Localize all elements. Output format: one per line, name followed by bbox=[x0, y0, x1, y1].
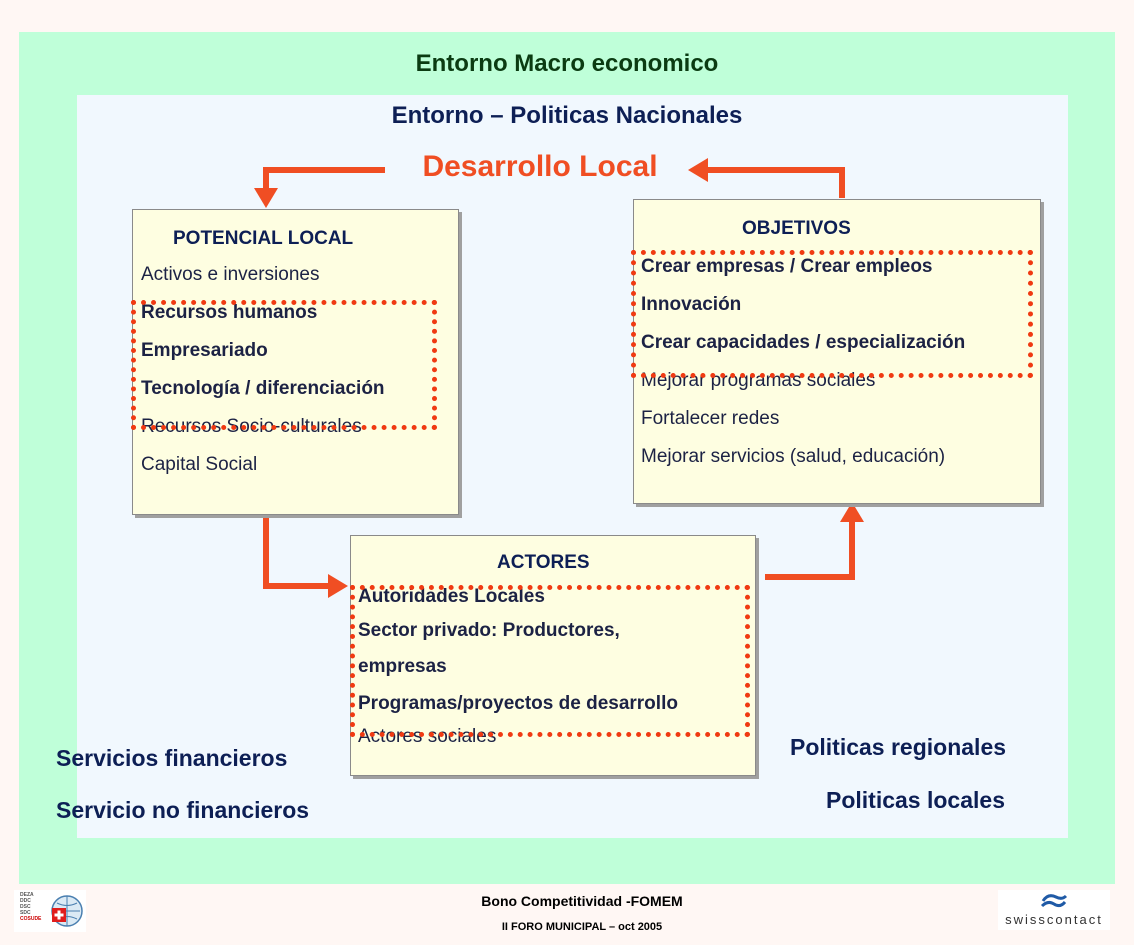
footer-line2: II FORO MUNICIPAL – oct 2005 bbox=[501, 921, 663, 933]
swisscontact-text: swisscontact bbox=[1005, 912, 1103, 927]
logo-text: DSC bbox=[20, 904, 31, 910]
objetivos-item: Crear empresas / Crear empleos bbox=[641, 256, 933, 277]
potencial-heading: POTENCIAL LOCAL bbox=[173, 228, 354, 249]
desarrollo-local-title: Desarrollo Local bbox=[422, 150, 658, 183]
logo-text: DDC bbox=[20, 898, 31, 904]
actores-item: Programas/proyectos de desarrollo bbox=[358, 693, 678, 714]
label-politicas-locales: Politicas locales bbox=[826, 787, 1005, 813]
objetivos-item: Fortalecer redes bbox=[641, 408, 780, 429]
actores-item: Sector privado: Productores, bbox=[358, 620, 620, 641]
arrowhead-objetivos bbox=[840, 502, 864, 522]
actores-item: empresas bbox=[358, 656, 447, 677]
label-servicio-no-financieros: Servicio no financieros bbox=[56, 797, 310, 823]
swiss-flag-globe-icon bbox=[51, 895, 83, 927]
objetivos-item: Mejorar servicios (salud, educación) bbox=[641, 446, 946, 467]
objetivos-item: Innovación bbox=[641, 294, 742, 315]
logo-text: COSUDE bbox=[20, 916, 42, 922]
arrow-to-potencial bbox=[263, 167, 385, 190]
potencial-highlight bbox=[131, 300, 437, 430]
potencial-item: Activos e inversiones bbox=[141, 264, 320, 285]
objetivos-highlight bbox=[631, 250, 1033, 378]
actores-highlight bbox=[350, 585, 750, 737]
swisscontact-logo: swisscontact bbox=[998, 890, 1110, 930]
cosude-logo: DEZA DDC DSC SDC COSUDE bbox=[14, 890, 86, 932]
potencial-item: Capital Social bbox=[141, 454, 258, 475]
national-title: Entorno – Politicas Nacionales bbox=[391, 102, 743, 129]
potencial-local-box: POTENCIAL LOCAL Activos e inversiones Re… bbox=[132, 209, 459, 515]
arrowhead-actores bbox=[328, 574, 348, 598]
swisscontact-swirl-icon bbox=[1040, 894, 1068, 908]
arrow-actores-to-objetivos bbox=[765, 520, 855, 580]
potencial-item: Empresariado bbox=[141, 340, 268, 361]
objetivos-heading: OBJETIVOS bbox=[742, 218, 851, 239]
arrowhead-desarrollo bbox=[688, 158, 708, 182]
macro-title: Entorno Macro economico bbox=[415, 50, 719, 77]
actores-heading: ACTORES bbox=[497, 552, 590, 573]
logo-text: DEZA bbox=[20, 892, 34, 898]
label-politicas-regionales: Politicas regionales bbox=[790, 734, 1007, 760]
potencial-item: Tecnología / diferenciación bbox=[141, 378, 385, 399]
arrowhead-potencial bbox=[254, 188, 278, 208]
arrow-potencial-to-actores bbox=[263, 515, 330, 589]
arrow-from-objetivos bbox=[705, 167, 845, 198]
actores-item: Autoridades Locales bbox=[358, 586, 545, 607]
logo-text: SDC bbox=[20, 910, 31, 916]
footer-line1: Bono Competitividad -FOMEM bbox=[481, 893, 683, 909]
label-servicios-financieros: Servicios financieros bbox=[56, 745, 288, 771]
objetivos-item: Crear capacidades / especialización bbox=[641, 332, 966, 353]
potencial-item: Recursos humanos bbox=[141, 302, 318, 323]
